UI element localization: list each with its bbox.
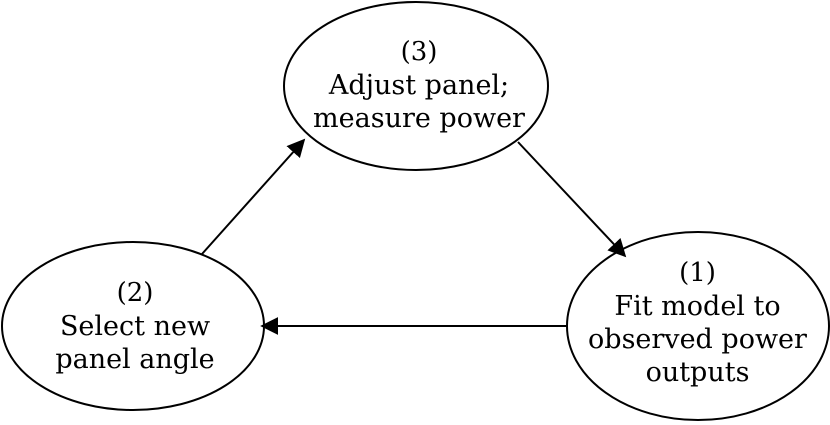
edge-2-to-3 [201,138,306,255]
node-1-line-1: Fit model to [614,291,781,322]
edge-3-to-1 [517,141,627,258]
node-3-ellipse [283,1,549,171]
node-1-line-2: observed power [588,324,807,355]
node-3-line-2: measure power [313,103,525,134]
node-2-line-2: panel angle [55,344,215,375]
node-3-number: (3) [400,37,438,67]
node-1-line-3: outputs [645,357,750,388]
node-2-number: (2) [116,278,154,308]
node-3-line-1: Adjust panel; [328,70,510,101]
node-1-ellipse [566,231,830,421]
node-1-number: (1) [679,258,716,288]
node-2-label: (2) Select new panel angle [10,277,260,376]
node-2-line-1: Select new [59,311,211,342]
node-3-label: (3) Adjust panel; measure power [289,36,549,135]
node-1-label: (1) Fit model to observed power outputs [565,257,830,389]
